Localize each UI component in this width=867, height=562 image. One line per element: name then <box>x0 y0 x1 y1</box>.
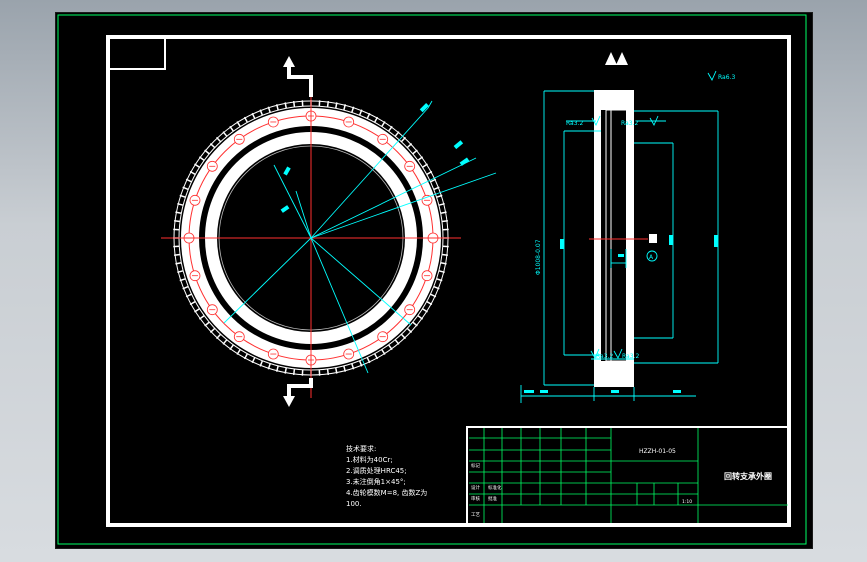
part-name: 回转支承外圈 <box>724 471 772 481</box>
frame-corner-box <box>108 37 166 70</box>
side-value-marks <box>524 235 718 393</box>
section-arrow-bottom <box>283 378 313 407</box>
title-block: HZZH-01-05 回转支承外圈 标记 设计 标准化 审核 工艺 批准 1:1… <box>466 426 789 525</box>
section-marker <box>605 52 628 65</box>
cad-viewport[interactable]: A Φ1008-0.07 Ra3.2 Ra3.2 Ra3.2 Ra3.2 Ra6… <box>55 12 813 549</box>
side-top-cap <box>594 90 634 110</box>
requirement-1: 1.材料为40Cr; <box>346 455 393 464</box>
side-wall-left <box>594 110 601 361</box>
tb-design-label: 设计 <box>471 484 480 491</box>
drawing-frame <box>106 35 791 527</box>
datum-label: A <box>649 254 654 261</box>
requirement-3: 3.未注倒角1×45°; <box>346 477 406 486</box>
side-wall-right <box>626 110 634 361</box>
roughness-label-1: Ra3.2 <box>566 120 583 127</box>
drawing-sheet: A Φ1008-0.07 Ra3.2 Ra3.2 Ra3.2 Ra3.2 Ra6… <box>57 14 807 545</box>
roughness-label-2: Ra3.2 <box>621 120 638 127</box>
roughness-symbols <box>590 70 717 359</box>
diameter-label: Φ1008-0.07 <box>535 239 542 275</box>
title-block-frame <box>466 426 789 525</box>
title-block-grid <box>469 428 788 523</box>
side-datum-box <box>649 234 657 243</box>
side-bottom-cap <box>594 361 634 387</box>
front-view <box>161 56 497 407</box>
dimension-leaders <box>223 100 497 374</box>
requirement-2: 2.调质处理HRC45; <box>346 466 407 475</box>
sheet-outer-border <box>57 14 807 545</box>
datum-circle <box>646 250 658 262</box>
surface-roughness-note: Ra6.3 <box>718 74 735 81</box>
requirement-4: 4.齿轮模数M=8, 齿数Z为 <box>346 488 427 497</box>
tb-approval-label: 批准 <box>488 495 497 502</box>
side-dimensions <box>520 90 719 403</box>
roughness-label-4: Ra3.2 <box>622 353 639 360</box>
tb-scale: 1:10 <box>682 499 692 505</box>
tb-process-label: 工艺 <box>471 512 480 518</box>
requirements-heading: 技术要求: <box>346 444 376 453</box>
drawing-number: HZZH-01-05 <box>639 448 676 455</box>
side-view: A Φ1008-0.07 Ra3.2 Ra3.2 Ra3.2 Ra3.2 Ra6… <box>520 52 735 403</box>
tb-review-label: 审核 <box>471 495 480 502</box>
roughness-label-3: Ra3.2 <box>596 353 613 360</box>
tb-standard-label: 标准化 <box>488 484 502 491</box>
side-wall-inner <box>605 109 612 362</box>
section-arrow-top <box>283 56 313 97</box>
requirement-5: 100. <box>346 500 362 508</box>
tb-mark-label: 标记 <box>471 462 480 469</box>
front-dimension-marks <box>280 103 470 213</box>
technical-requirements: 技术要求: 1.材料为40Cr; 2.调质处理HRC45; 3.未注倒角1×45… <box>346 444 427 508</box>
